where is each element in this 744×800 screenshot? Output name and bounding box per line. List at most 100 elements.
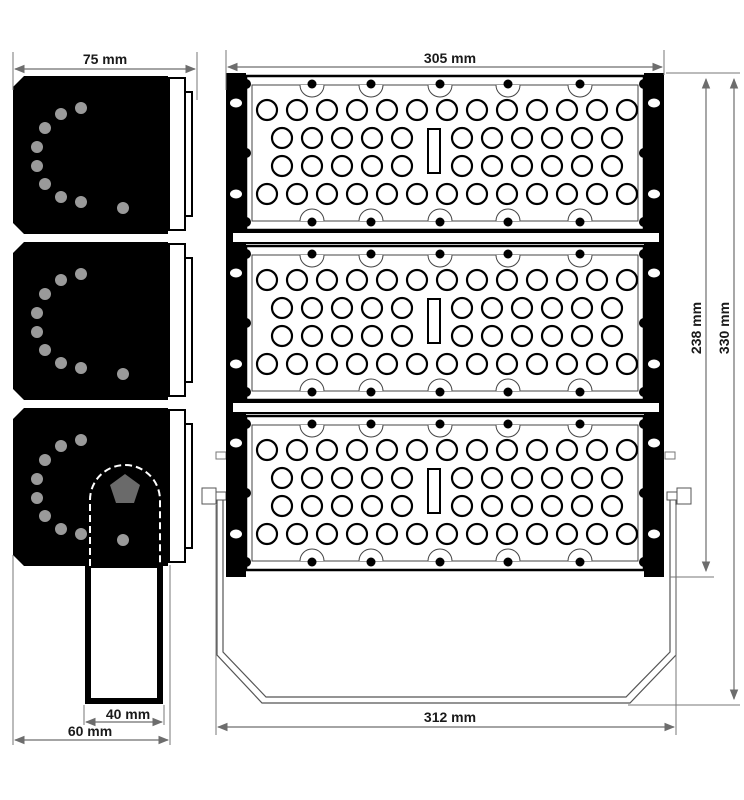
- led-lens-icon: [375, 98, 399, 122]
- rail-slot: [230, 98, 242, 108]
- bolt-icon: [307, 557, 317, 567]
- led-lens-icon: [480, 154, 504, 178]
- led-lens-icon: [525, 522, 549, 546]
- led-lens-icon: [495, 438, 519, 462]
- bolt-icon: [503, 249, 513, 259]
- bolt-icon: [575, 79, 585, 89]
- led-dot-icon: [75, 434, 87, 446]
- lens-frame: [168, 243, 186, 397]
- led-dot-icon: [55, 108, 67, 120]
- led-lens-icon: [585, 438, 609, 462]
- bolt-icon: [639, 79, 649, 89]
- bracket-inner-label: 40 mm: [106, 706, 150, 722]
- led-dot-icon: [75, 196, 87, 208]
- bolt-icon: [639, 557, 649, 567]
- bolt-icon: [435, 419, 445, 429]
- led-lens-icon: [555, 522, 579, 546]
- led-lens-icon: [285, 438, 309, 462]
- led-lens-icon: [540, 154, 564, 178]
- led-lens-icon: [585, 522, 609, 546]
- led-dot-icon: [55, 274, 67, 286]
- bolt-icon: [503, 79, 513, 89]
- rail-slot: [230, 359, 242, 369]
- rail-slot: [648, 98, 660, 108]
- rail-slot: [230, 529, 242, 539]
- bracket-hidden-outline: [89, 464, 161, 566]
- center-slot: [427, 298, 441, 344]
- total-height-label: 330 mm: [716, 302, 732, 354]
- bolt-icon: [639, 419, 649, 429]
- module-separator: [231, 401, 661, 414]
- led-lens-icon: [525, 98, 549, 122]
- led-lens-icon: [375, 352, 399, 376]
- led-lens-icon: [360, 324, 384, 348]
- front-width-dimension: 305 mm: [225, 50, 665, 90]
- led-lens-icon: [570, 126, 594, 150]
- bolt-icon: [435, 217, 445, 227]
- led-lens-icon: [450, 154, 474, 178]
- led-lens-icon: [615, 438, 639, 462]
- led-dot-icon: [39, 178, 51, 190]
- led-lens-icon: [525, 438, 549, 462]
- led-dot-icon: [117, 368, 129, 380]
- led-dot-icon: [75, 102, 87, 114]
- led-lens-icon: [390, 126, 414, 150]
- bolt-icon: [639, 249, 649, 259]
- rail-slot: [648, 189, 660, 199]
- bolt-icon: [307, 249, 317, 259]
- led-lens-icon: [330, 494, 354, 518]
- led-lens-icon: [600, 494, 624, 518]
- led-lens-icon: [360, 296, 384, 320]
- bolt-icon: [503, 557, 513, 567]
- led-dot-icon: [55, 357, 67, 369]
- led-lens-icon: [300, 466, 324, 490]
- side-bracket-dimensions: 40 mm 60 mm: [12, 555, 171, 745]
- housing-body: [13, 242, 168, 400]
- led-lens-icon: [480, 296, 504, 320]
- bolt-icon: [575, 387, 585, 397]
- led-lens-icon: [510, 466, 534, 490]
- bolt-icon: [435, 387, 445, 397]
- led-lens-icon: [510, 126, 534, 150]
- led-lens-icon: [270, 494, 294, 518]
- led-lens-icon: [405, 352, 429, 376]
- led-lens-icon: [270, 296, 294, 320]
- lens-glass: [184, 257, 193, 383]
- lens-glass: [184, 91, 193, 217]
- led-lens-icon: [330, 324, 354, 348]
- bolt-icon: [639, 148, 649, 158]
- led-lens-icon: [315, 98, 339, 122]
- led-lens-icon: [495, 98, 519, 122]
- led-lens-icon: [435, 182, 459, 206]
- led-lens-icon: [345, 98, 369, 122]
- center-slot: [427, 128, 441, 174]
- led-lens-icon: [465, 182, 489, 206]
- led-module: [230, 74, 660, 232]
- side-module: [13, 242, 193, 400]
- bolt-icon: [241, 318, 251, 328]
- led-lens-icon: [615, 352, 639, 376]
- bolt-icon: [575, 419, 585, 429]
- led-lens-icon: [270, 324, 294, 348]
- led-lens-icon: [480, 466, 504, 490]
- lens-glass: [184, 423, 193, 549]
- bolt-icon: [366, 557, 376, 567]
- led-lens-icon: [300, 296, 324, 320]
- led-module: [230, 244, 660, 402]
- led-lens-icon: [405, 182, 429, 206]
- led-lens-icon: [435, 268, 459, 292]
- led-lens-icon: [360, 154, 384, 178]
- led-lens-icon: [465, 352, 489, 376]
- led-lens-icon: [525, 352, 549, 376]
- bolt-icon: [366, 387, 376, 397]
- led-lens-icon: [450, 324, 474, 348]
- led-dot-icon: [75, 528, 87, 540]
- lens-frame: [168, 77, 186, 231]
- led-lens-icon: [285, 268, 309, 292]
- led-lens-icon: [450, 126, 474, 150]
- led-lens-icon: [480, 324, 504, 348]
- bolt-icon: [307, 217, 317, 227]
- bolt-icon: [435, 249, 445, 259]
- bracket-outer-label: 60 mm: [68, 723, 112, 739]
- led-dot-icon: [55, 440, 67, 452]
